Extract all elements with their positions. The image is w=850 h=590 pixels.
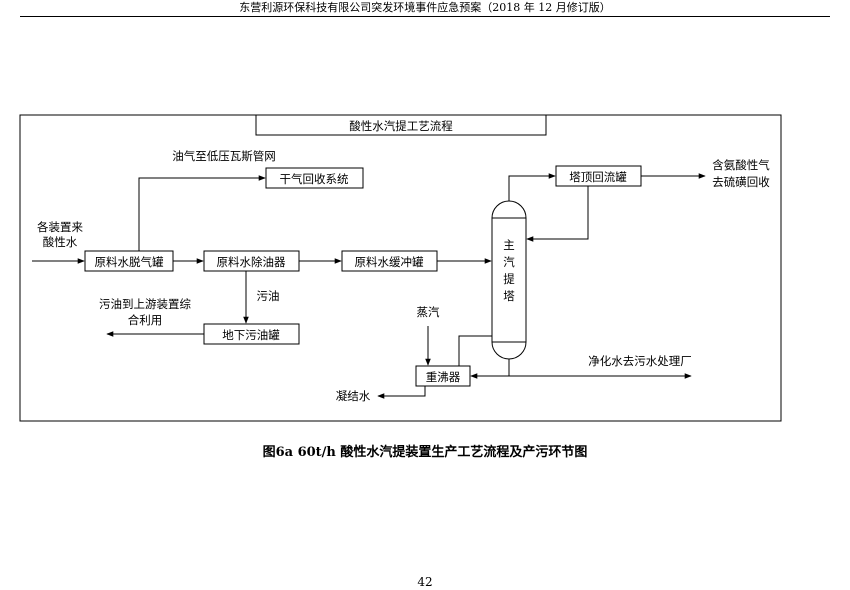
diagram-title-box: [255, 114, 547, 136]
oil-removal-tank-label: 原料水除油器: [217, 255, 286, 269]
page-number: 42: [417, 575, 433, 589]
buffer-tank-label: 原料水缓冲罐: [355, 255, 424, 269]
steam-label: 蒸汽: [417, 305, 440, 319]
acid-gas-label-line2: 去硫磺回收: [712, 175, 770, 189]
reboiler-box: [415, 365, 471, 387]
condensate-out-arrow: [377, 386, 426, 399]
page-header: 东营利源环保科技有限公司突发环境事件应急预案（2018 年 12 月修订版）: [239, 1, 611, 14]
condensate-label: 凝结水: [336, 389, 371, 403]
reboiler-label: 重沸器: [426, 370, 461, 384]
main-stripper-char-3: 提: [503, 272, 515, 286]
header-rule: [20, 16, 830, 17]
degassing-tank-label: 原料水脱气罐: [95, 255, 164, 269]
dirty-oil-label: 污油: [257, 289, 280, 303]
reflux-return-arrow: [526, 186, 589, 242]
reboiler-to-stripper-line: [458, 335, 492, 366]
stripper-to-reflux-arrow: [508, 173, 556, 201]
oil-gas-arrow: [138, 175, 266, 251]
main-stripper-char-4: 塔: [503, 289, 515, 303]
dirty-oil-out-line2: 合利用: [128, 313, 163, 327]
overhead-reflux-tank-label: 塔顶回流罐: [569, 170, 627, 184]
oil-gas-note: 油气至低压瓦斯管网: [172, 149, 276, 163]
feed-label-line1: 各装置来: [37, 220, 83, 234]
main-stripper-char-1: 主: [503, 238, 515, 252]
feed-label-line2: 酸性水: [43, 235, 78, 249]
main-stripper-label: 主 汽 提 塔: [503, 238, 515, 303]
dry-gas-recovery-label: 干气回收系统: [280, 172, 349, 186]
underground-oil-tank-label: 地下污油罐: [222, 328, 280, 342]
figure-caption: 图6a 60t/h 酸性水汽提装置生产工艺流程及产污环节图: [262, 445, 588, 460]
purified-water-label: 净化水去污水处理厂: [588, 354, 692, 368]
dirty-oil-out-line1: 污油到上游装置综: [99, 297, 191, 311]
diagram-title: 酸性水汽提工艺流程: [349, 119, 453, 133]
dry-gas-recovery-box: [265, 167, 364, 189]
acid-gas-label-line1: 含氨酸性气: [712, 158, 770, 172]
main-stripper-char-2: 汽: [503, 255, 515, 269]
